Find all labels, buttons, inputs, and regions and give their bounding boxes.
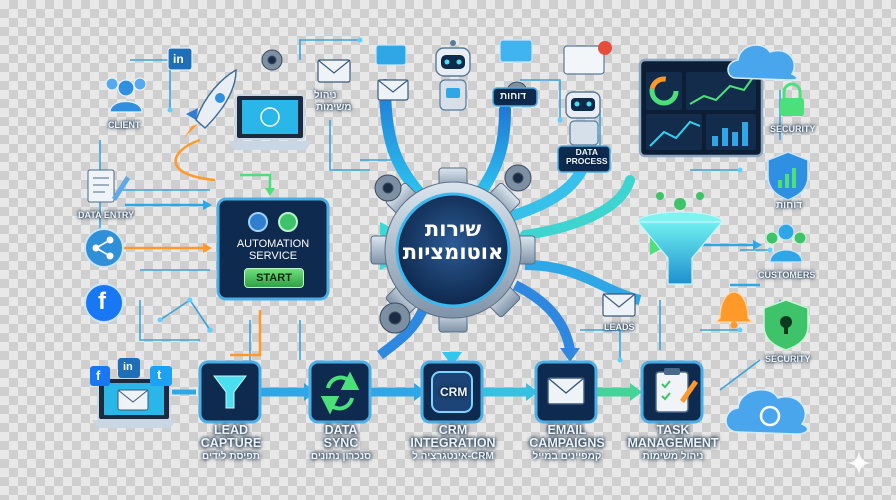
step-data-sync-en1: DATA <box>324 423 358 437</box>
bell-icon <box>714 291 754 329</box>
step-email-en1: EMAIL <box>547 423 587 437</box>
center-gear-line2: אוטומציות <box>402 240 504 265</box>
facebook-small-text: f <box>96 368 101 383</box>
monitor-icon <box>90 358 176 428</box>
step-lead-capture: LEAD CAPTURE תפיסת לידים <box>188 423 274 463</box>
step-lead-capture-he: תפיסת לידים <box>202 451 260 463</box>
share-icon <box>84 228 124 268</box>
facebook-text: f <box>98 288 106 315</box>
automation-box-title: AUTOMATION SERVICE <box>218 238 328 262</box>
clipboard-icon <box>655 368 698 413</box>
customers-label: CUSTOMERS <box>758 270 816 280</box>
center-gear-title: שירות אוטומציות <box>388 217 518 265</box>
step-data-sync: DATA SYNC סנכרון נתונים <box>296 423 386 463</box>
reports-he-top: דוחות <box>500 91 527 102</box>
step-crm-en2: INTEGRATION <box>410 436 496 451</box>
reports-tag <box>492 87 538 107</box>
customers-icon <box>765 223 807 263</box>
client-icon <box>105 77 147 113</box>
shield-icon <box>767 151 809 201</box>
security-shield-icon <box>763 299 809 351</box>
data-entry-icon <box>87 169 130 203</box>
robot-icon-2 <box>565 91 601 146</box>
client-label: CLIENT <box>108 120 141 130</box>
twitter-text: t <box>157 367 162 382</box>
sparkle-icon <box>846 450 872 476</box>
center-gear <box>370 167 536 333</box>
step-task-en2: MANAGEMENT <box>627 436 719 451</box>
linkedin-icon <box>167 47 193 71</box>
task-mgmt-he-top-2: משימות <box>316 102 352 113</box>
start-button[interactable]: START <box>244 268 304 288</box>
linkedin-small-text: in <box>123 361 133 373</box>
sync-icon <box>320 371 360 415</box>
funnel-icon <box>636 192 724 285</box>
cloud-icon <box>725 44 809 435</box>
automation-line2: SERVICE <box>248 250 298 263</box>
data-entry-label: DATA ENTRY <box>78 210 134 220</box>
lock-icon <box>780 82 804 116</box>
right-pipes <box>512 235 668 362</box>
dashboard-icon <box>638 58 764 158</box>
leads-label: LEADS <box>604 322 635 332</box>
step-data-sync-en2: SYNC <box>323 436 359 451</box>
step-lead-capture-en1: LEAD <box>213 423 249 437</box>
automation-gears-icon <box>248 212 298 232</box>
data-process-line2: PROCESS <box>566 156 608 167</box>
data-process-label: DATA PROCESS <box>566 147 608 167</box>
task-mgmt-he-top-1: ניהול <box>314 90 337 101</box>
security-bottom-label: SECURITY <box>765 354 811 364</box>
security-top-label: SECURITY <box>770 124 816 134</box>
robot-icon <box>435 40 471 111</box>
automation-line1: AUTOMATION <box>236 238 310 250</box>
crm-icon-text: CRM <box>440 385 468 399</box>
step-email-en2: CAMPAIGNS <box>529 436 605 451</box>
step-task-en1: TASK <box>656 423 690 437</box>
step-lead-capture-en2: CAPTURE <box>200 436 262 451</box>
chat-bubble-icon <box>375 39 612 75</box>
side-arrows <box>120 138 762 357</box>
step-task-management: TASK MANAGEMENT ניהול משימות <box>624 423 722 463</box>
reports-he-right: דוחות <box>776 200 803 211</box>
email-campaign-icon <box>547 377 585 405</box>
step-crm-integration: CRM INTEGRATION אינטגרציה ל-CRM <box>400 423 506 463</box>
step-crm-he: אינטגרציה ל-CRM <box>412 451 494 463</box>
step-email-campaigns: EMAIL CAMPAIGNS קמפיינים במייל <box>518 423 616 463</box>
step-task-he: ניהול משימות <box>642 451 704 463</box>
crm-icon <box>431 371 473 413</box>
data-process-line1: DATA <box>575 147 598 157</box>
step-crm-en1: CRM <box>438 423 468 437</box>
step-email-he: קמפיינים במייל <box>532 451 602 463</box>
lead-capture-funnel-icon <box>213 375 247 409</box>
rocket-icon <box>184 68 237 138</box>
laptop-icon <box>228 94 312 150</box>
linkedin-text: in <box>173 52 184 66</box>
facebook-icon <box>84 283 124 323</box>
email-icon <box>317 59 636 317</box>
data-process-tag <box>557 145 611 173</box>
center-gear-line1: שירות <box>424 217 482 241</box>
step-data-sync-he: סנכרון נתונים <box>310 451 372 463</box>
